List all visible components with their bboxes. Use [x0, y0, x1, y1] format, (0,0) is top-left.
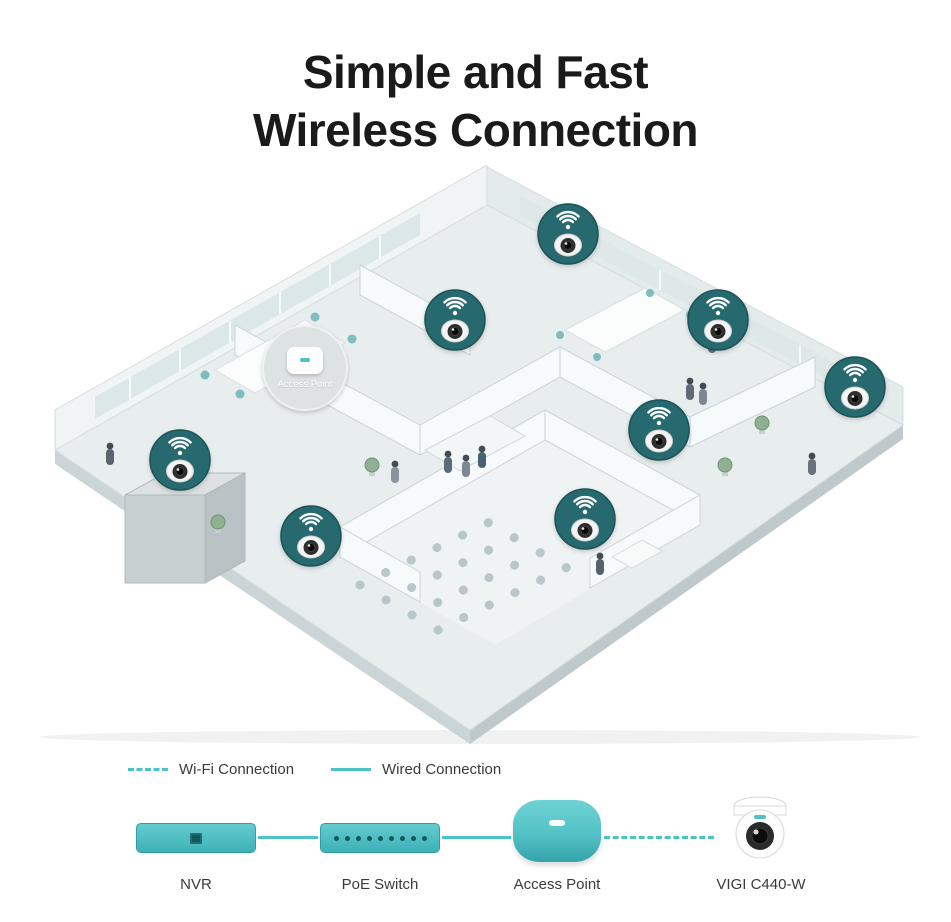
port-led [377, 835, 383, 841]
port-led [388, 835, 394, 841]
topology-diagram: NVR PoE Switch Access Point VIGI C440-W [0, 790, 951, 922]
port-led [399, 835, 405, 841]
plant [210, 514, 226, 533]
access-point-marker: Access Point [262, 325, 348, 411]
legend-wifi-item: Wi-Fi Connection [128, 758, 294, 780]
port-led [410, 835, 416, 841]
tplink-logo-mark [754, 815, 766, 819]
title-line1: Simple and Fast [302, 46, 649, 98]
dome-camera-icon [554, 233, 582, 257]
lens-glint [753, 829, 759, 835]
port-led [355, 835, 361, 841]
chair-row [381, 526, 533, 605]
dome-camera-icon [841, 386, 869, 410]
port-led [344, 835, 350, 841]
wifi-line-swatch [128, 767, 168, 771]
camera-badge [279, 504, 343, 568]
person-figure [106, 442, 114, 465]
person-figure [808, 452, 816, 475]
seminar-room-floor [340, 440, 700, 645]
port-led [366, 835, 372, 841]
person-figure [699, 382, 707, 405]
chair-row [407, 541, 559, 620]
camera-badge [686, 288, 750, 352]
camera-badge [148, 428, 212, 492]
legend-wifi-label: Wi-Fi Connection [179, 760, 295, 778]
port-led [333, 835, 339, 841]
tplink-logo-mark [300, 358, 310, 362]
tplink-logo-mark [549, 820, 565, 826]
dome-camera-icon [441, 319, 469, 343]
camera-badge [553, 487, 617, 551]
podium [610, 539, 664, 569]
access-point-device-icon [287, 346, 323, 374]
building-illustration [40, 165, 920, 744]
nvr-device-icon [136, 823, 256, 853]
dome-camera-icon [645, 429, 673, 453]
port-led [421, 835, 427, 841]
person-figure [444, 450, 452, 473]
nvr-label: NVR [180, 876, 212, 893]
poe-switch-device-icon [320, 823, 440, 853]
camera-badge [536, 202, 600, 266]
poe-switch-label: PoE Switch [341, 876, 419, 893]
person-figure [478, 445, 486, 468]
plants [210, 415, 770, 533]
title-line2: Wireless Connection [252, 103, 699, 156]
desk [563, 287, 687, 353]
wifi-icon [556, 210, 580, 230]
dome-camera-icon [297, 535, 325, 559]
wifi-icon [843, 363, 867, 383]
wifi-icon [299, 512, 323, 532]
floorplan: Access Point [0, 165, 951, 745]
wifi-icon [647, 406, 671, 426]
nvr-front-panel [190, 832, 202, 844]
camera-label: VIGI C440-W [716, 876, 806, 893]
legend-wired-label: Wired Connection [382, 760, 502, 778]
access-point-marker-label: Access Point [277, 378, 333, 390]
wired-connection-line-1 [258, 836, 318, 839]
legend-wired-item: Wired Connection [331, 758, 501, 780]
access-point-label: Access Point [513, 876, 601, 893]
wifi-icon [573, 495, 597, 515]
camera-badge [423, 288, 487, 352]
wired-line-swatch [331, 767, 371, 771]
plant [717, 457, 733, 476]
legend: Wi-Fi Connection Wired Connection [0, 758, 951, 784]
wifi-icon [443, 296, 467, 316]
person-figure [391, 460, 399, 483]
seminar-chair-rows [355, 511, 585, 635]
page-title: Simple and Fast Wireless Connection [0, 44, 951, 160]
elevator-block [124, 472, 246, 584]
person-figure [686, 377, 694, 400]
person-figure [596, 552, 604, 575]
camera-badge [823, 355, 887, 419]
person-figure [462, 454, 470, 477]
vigi-camera-icon [733, 796, 787, 859]
plant [754, 415, 770, 434]
wired-connection-line-2 [442, 836, 511, 839]
window-band [95, 213, 420, 419]
ground-shadow [40, 730, 920, 744]
wifi-icon [706, 296, 730, 316]
chair-row [433, 556, 585, 635]
dome-camera-icon [166, 459, 194, 483]
access-point-device-icon [513, 800, 601, 862]
dome-camera-icon [571, 518, 599, 542]
dome-camera-icon [704, 319, 732, 343]
wifi-connection-line [604, 836, 714, 839]
plant [364, 457, 380, 476]
chair-row [355, 511, 507, 590]
wifi-icon [168, 436, 192, 456]
camera-badge [627, 398, 691, 462]
